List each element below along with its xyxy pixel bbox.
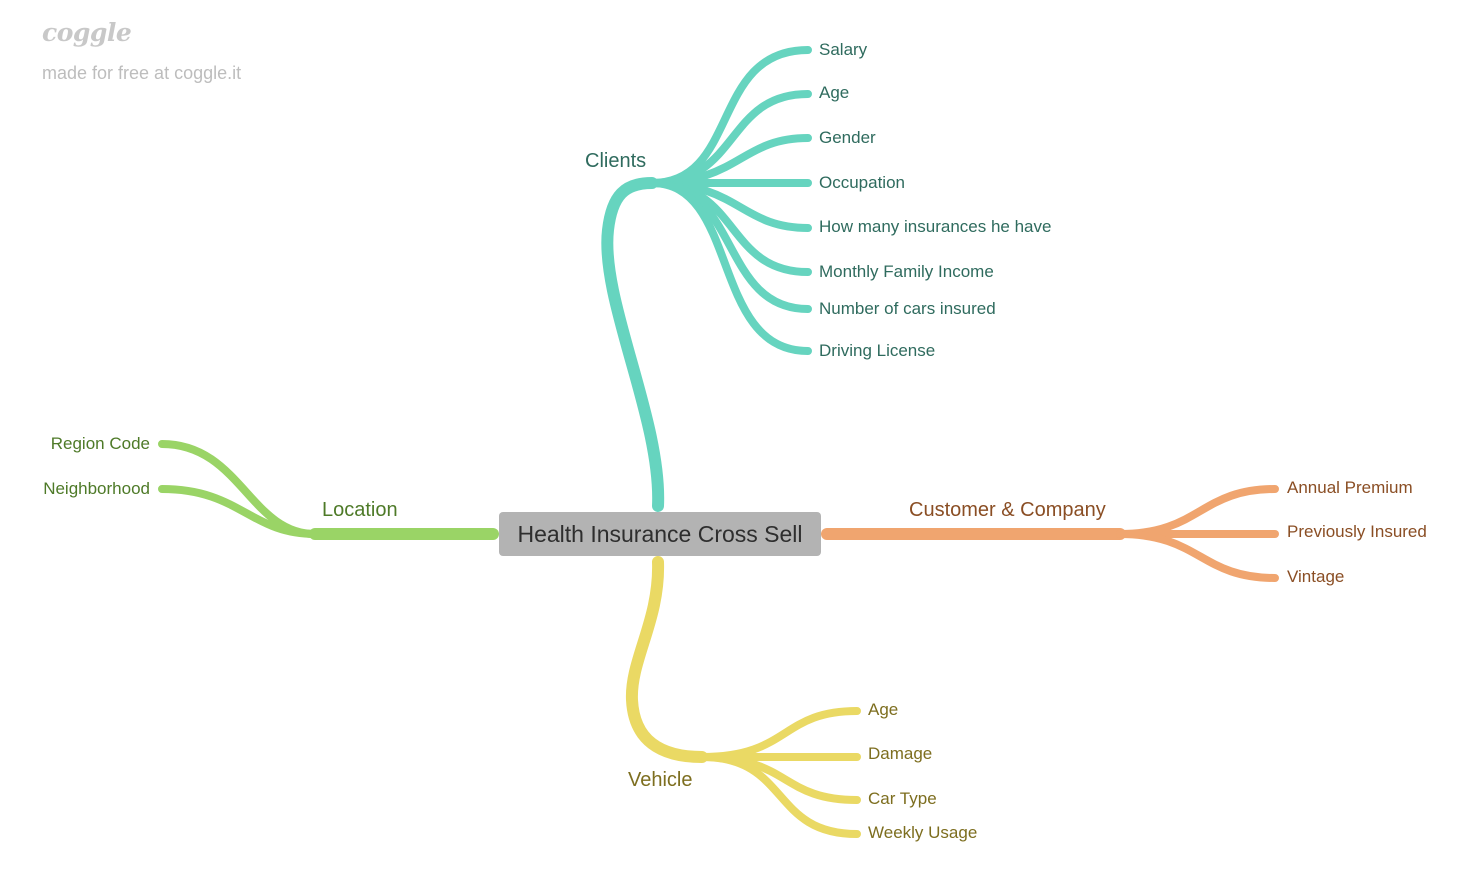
vehicle-leaf-damage[interactable]: Damage — [868, 744, 933, 763]
vehicle-leaf-age[interactable]: Age — [868, 700, 899, 719]
location-branch-connectors — [158, 440, 499, 540]
clients-leaf-insurance-count[interactable]: How many insurances he have — [819, 217, 1052, 236]
customer-leaf-annual-premium[interactable]: Annual Premium — [1287, 478, 1413, 497]
coggle-logo: coggle — [42, 18, 132, 47]
clients-leaf-cars-insured[interactable]: Number of cars insured — [819, 299, 996, 318]
vehicle-leaf-weekly-usage[interactable]: Weekly Usage — [868, 823, 978, 842]
branch-vehicle-label[interactable]: Vehicle — [628, 769, 693, 791]
clients-leaf-gender[interactable]: Gender — [819, 128, 876, 147]
location-leaf-neighborhood[interactable]: Neighborhood — [43, 479, 150, 498]
branch-clients-label[interactable]: Clients — [585, 150, 647, 172]
clients-branch-connectors — [601, 46, 812, 512]
made-with-coggle-note: made for free at coggle.it — [42, 63, 242, 83]
clients-leaf-driving-license[interactable]: Driving License — [819, 341, 936, 360]
clients-leaf-occupation[interactable]: Occupation — [819, 173, 905, 192]
customer-leaf-previously-insured[interactable]: Previously Insured — [1287, 522, 1427, 541]
central-topic-node[interactable]: Health Insurance Cross Sell — [499, 512, 821, 556]
vehicle-leaf-car-type[interactable]: Car Type — [868, 789, 937, 808]
branch-customer-label[interactable]: Customer & Company — [909, 499, 1106, 521]
branch-location-label[interactable]: Location — [322, 499, 398, 521]
customer-branch-connectors — [821, 485, 1279, 582]
vehicle-branch-connectors — [625, 556, 861, 838]
customer-leaf-vintage[interactable]: Vintage — [1287, 567, 1345, 586]
clients-leaf-family-income[interactable]: Monthly Family Income — [819, 262, 994, 281]
location-leaf-region-code[interactable]: Region Code — [50, 434, 150, 453]
clients-leaf-salary[interactable]: Salary — [819, 40, 868, 59]
central-topic-label: Health Insurance Cross Sell — [517, 520, 803, 547]
clients-leaf-age[interactable]: Age — [819, 83, 850, 102]
